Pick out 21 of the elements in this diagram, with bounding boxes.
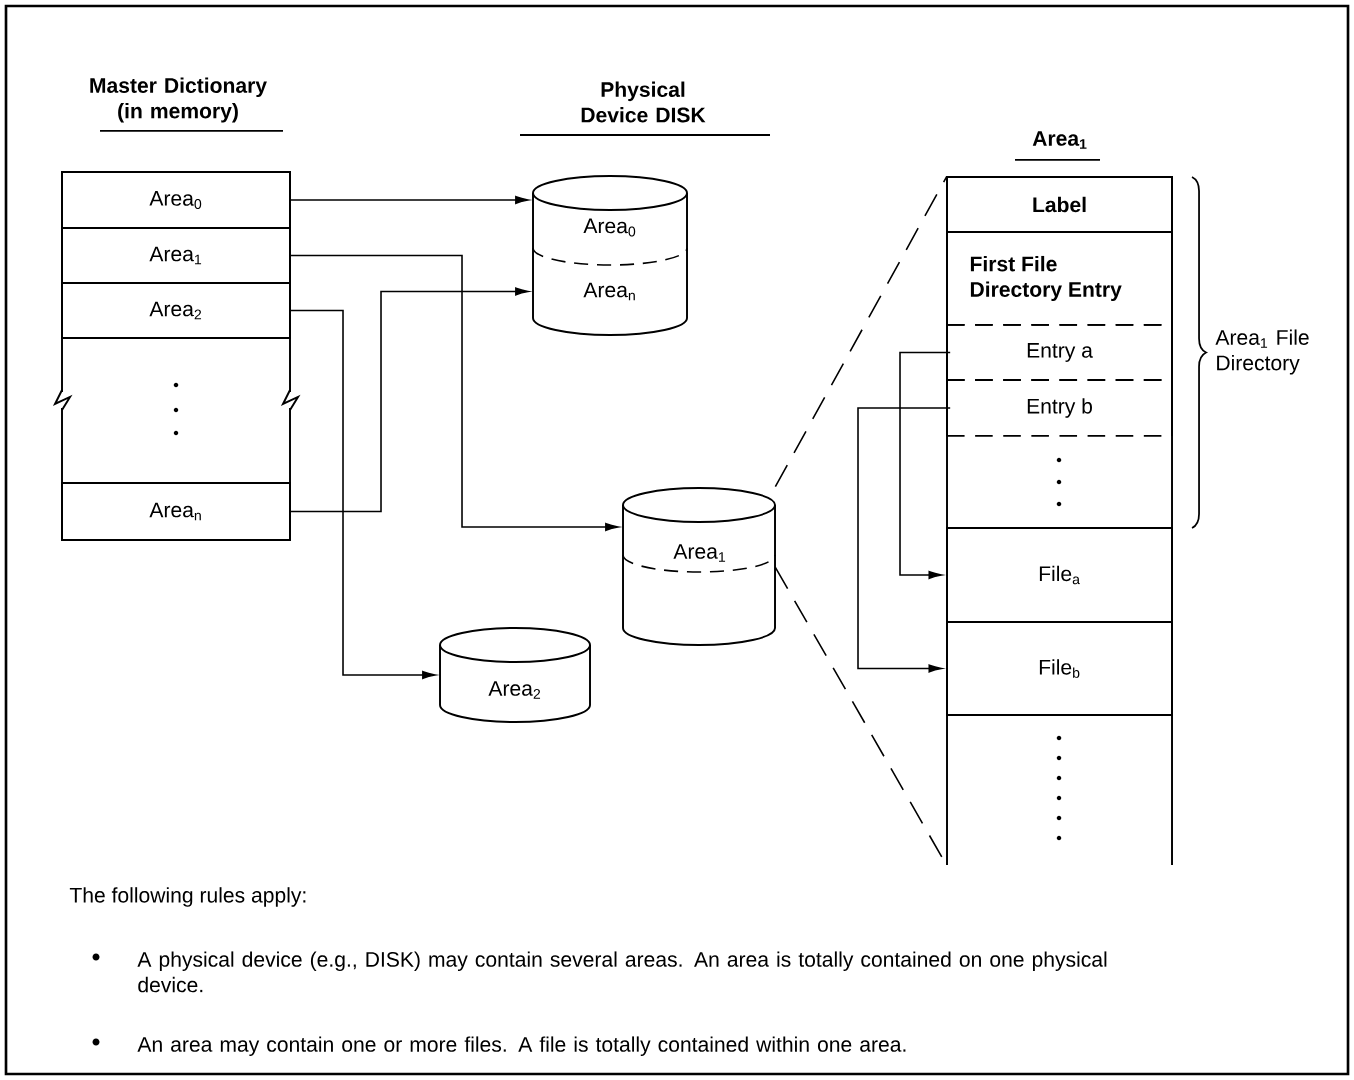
- arrow: [857, 407, 951, 673]
- cylinder-label: Area$_{2}$: [488, 681, 541, 699]
- memory-table-heading: Master Dictionary (in memory): [90, 77, 267, 123]
- arrow: [290, 195, 529, 204]
- table-row: Label: [946, 176, 1173, 233]
- brace-label: Area$_{1}$ File Directory: [1215, 329, 1309, 375]
- bullet-text: A physical device (e.g., DISK) may contain several areas. An area is totally contained on one physical device.: [137, 951, 1107, 993]
- cylinder-label: Area$_{n}$: [583, 282, 635, 301]
- cylinder-label: Area$_{0}$: [583, 218, 636, 237]
- bullet-text: An area may contain one or more files. A file is totally contained within one area.: [137, 1036, 906, 1057]
- table-row: Entry b: [946, 379, 1173, 437]
- note-text: The following rules apply:: [69, 887, 306, 907]
- disk-heading: Physical Device DISK: [581, 81, 706, 123]
- arrow: [899, 351, 951, 579]
- table-row: First File Directory Entry: [946, 231, 1173, 326]
- table-row: Entry a: [946, 324, 1173, 381]
- table-row: File$_{b}$: [946, 621, 1173, 716]
- zoom-line: [774, 175, 948, 488]
- table-row: File$_{a}$: [946, 527, 1173, 623]
- cylinder-label: Area$_{1}$: [673, 544, 726, 562]
- table-heading: Area$_{1}$: [1032, 131, 1087, 149]
